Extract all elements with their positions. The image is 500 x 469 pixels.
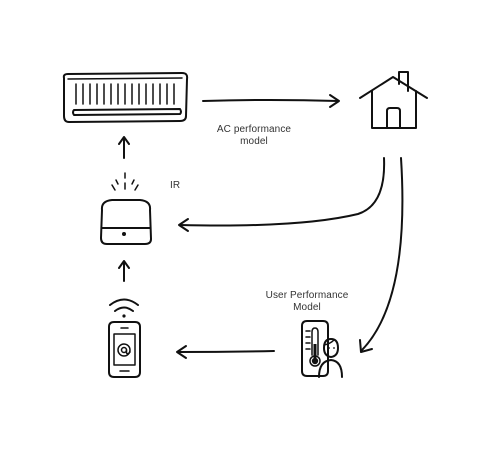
arrow-house-to-blaster xyxy=(178,157,386,232)
ir-signal-icon xyxy=(111,172,139,191)
arrow-ac-to-house xyxy=(202,94,340,108)
wifi-icon xyxy=(109,298,139,318)
arrow-blaster-to-ac xyxy=(118,136,130,159)
ir-label: IR xyxy=(170,180,181,191)
house-icon xyxy=(359,71,428,129)
ac-performance-model-label: AC performance model xyxy=(214,124,294,148)
ac-performance-model-line1: AC performance xyxy=(216,124,292,135)
ac-performance-model-line2: model xyxy=(240,136,268,147)
ir-blaster-icon xyxy=(100,199,152,245)
user-performance-model-line2: Model xyxy=(293,302,321,313)
user-performance-model-label: User Performance Model xyxy=(252,290,362,314)
user-performance-model-line1: User Performance xyxy=(265,290,349,301)
arrow-phone-to-blaster xyxy=(118,260,130,282)
arrow-house-to-user-model xyxy=(359,157,404,353)
air-conditioner-icon xyxy=(62,72,189,123)
smartphone-icon xyxy=(108,321,141,378)
thermometer-person-icon xyxy=(301,320,343,378)
arrow-user-model-to-phone xyxy=(176,345,275,359)
